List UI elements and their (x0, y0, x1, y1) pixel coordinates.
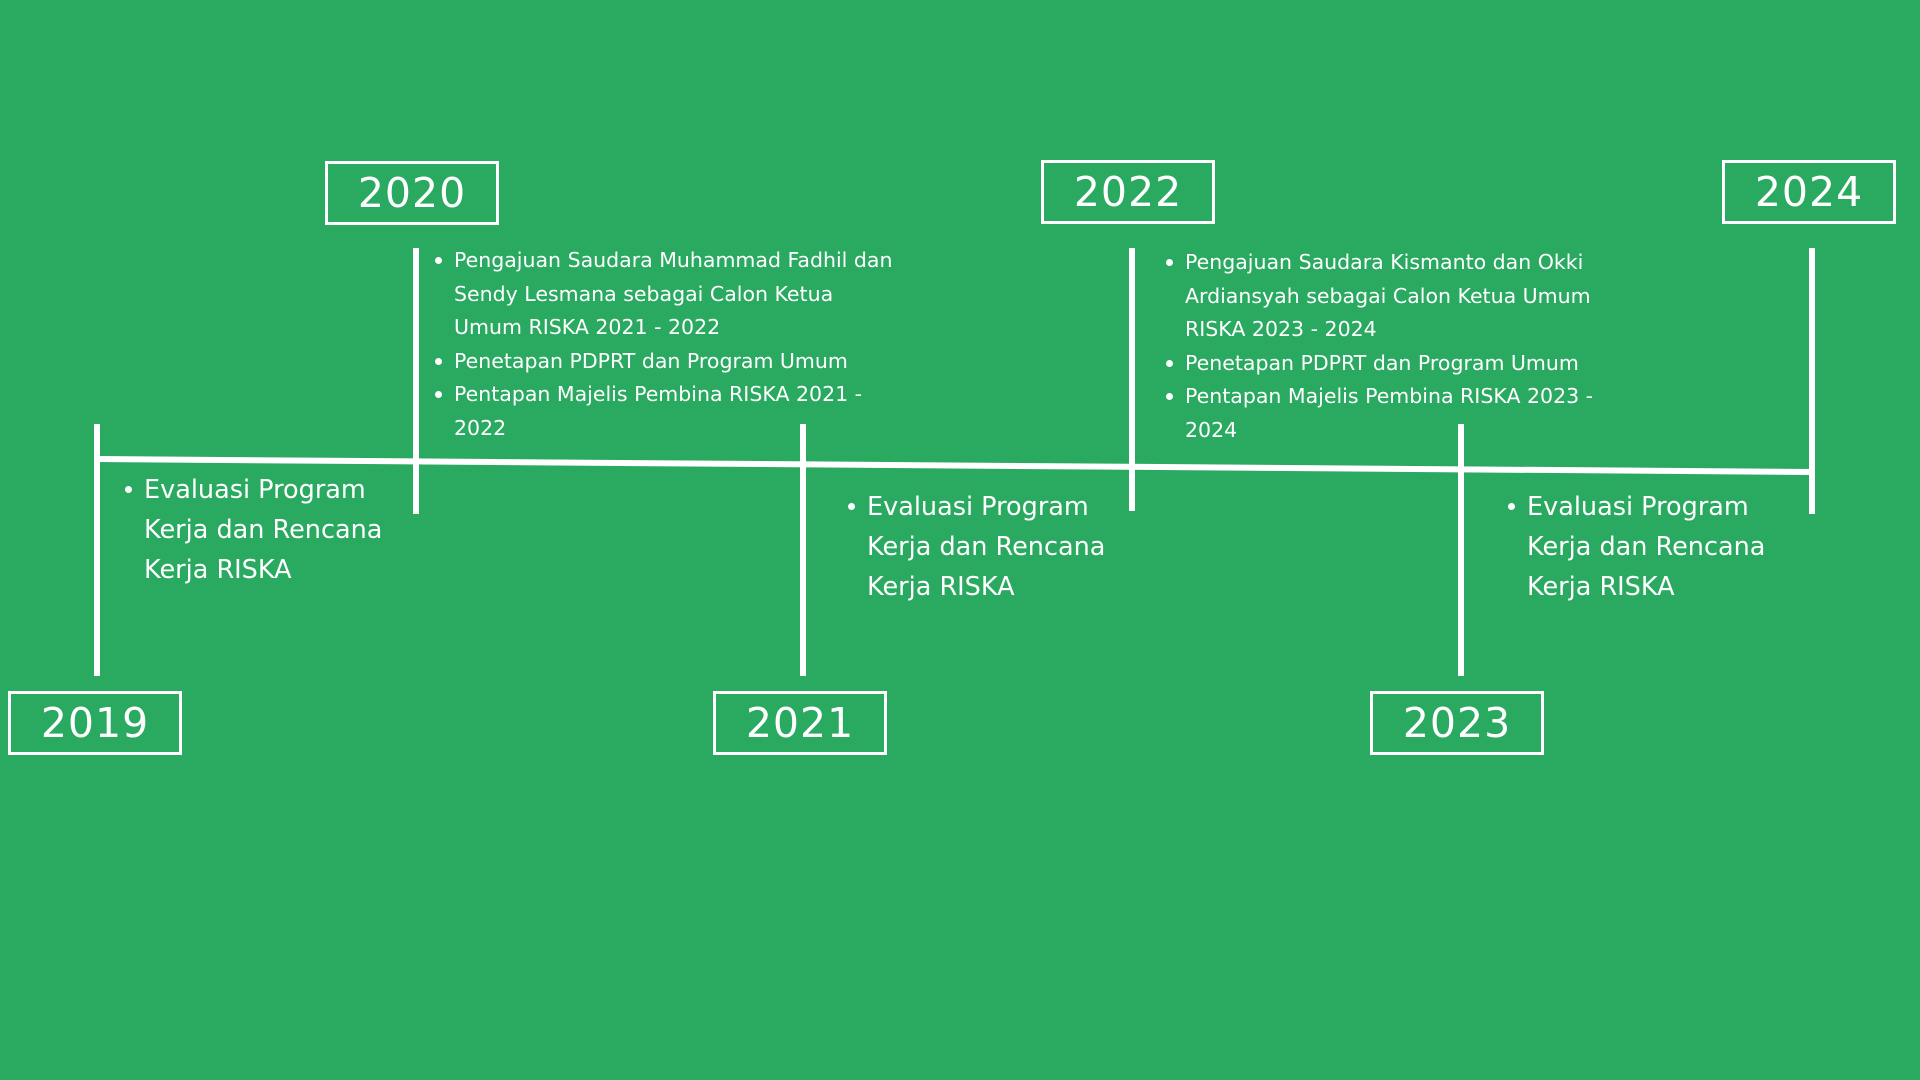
event-item: Evaluasi Program Kerja dan Rencana Kerja… (848, 487, 1137, 607)
year-box-2019: 2019 (8, 691, 182, 755)
event-list-2022: Pengajuan Saudara Kismanto dan Okki Ardi… (1160, 246, 1630, 447)
event-item: Evaluasi Program Kerja dan Rencana Kerja… (125, 470, 414, 590)
year-box-2020: 2020 (325, 161, 499, 225)
event-item: Pentapan Majelis Pembina RISKA 2023 - 20… (1166, 380, 1630, 447)
event-item: Penetapan PDPRT dan Program Umum (1166, 347, 1630, 381)
timeline-axis (95, 456, 1814, 475)
event-item: Pengajuan Saudara Muhammad Fadhil dan Se… (435, 244, 904, 345)
event-list-2019: Evaluasi Program Kerja dan Rencana Kerja… (119, 470, 414, 590)
event-list-2023: Evaluasi Program Kerja dan Rencana Kerja… (1502, 487, 1797, 607)
year-box-2021: 2021 (713, 691, 887, 755)
event-item: Pengajuan Saudara Kismanto dan Okki Ardi… (1166, 246, 1630, 347)
event-item: Pentapan Majelis Pembina RISKA 2021 - 20… (435, 378, 904, 445)
event-list-2020: Pengajuan Saudara Muhammad Fadhil dan Se… (429, 244, 904, 445)
year-box-2022: 2022 (1041, 160, 1215, 224)
year-box-2023: 2023 (1370, 691, 1544, 755)
event-item: Penetapan PDPRT dan Program Umum (435, 345, 904, 379)
year-box-2024: 2024 (1722, 160, 1896, 224)
event-item: Evaluasi Program Kerja dan Rencana Kerja… (1508, 487, 1797, 607)
event-list-2021: Evaluasi Program Kerja dan Rencana Kerja… (842, 487, 1137, 607)
